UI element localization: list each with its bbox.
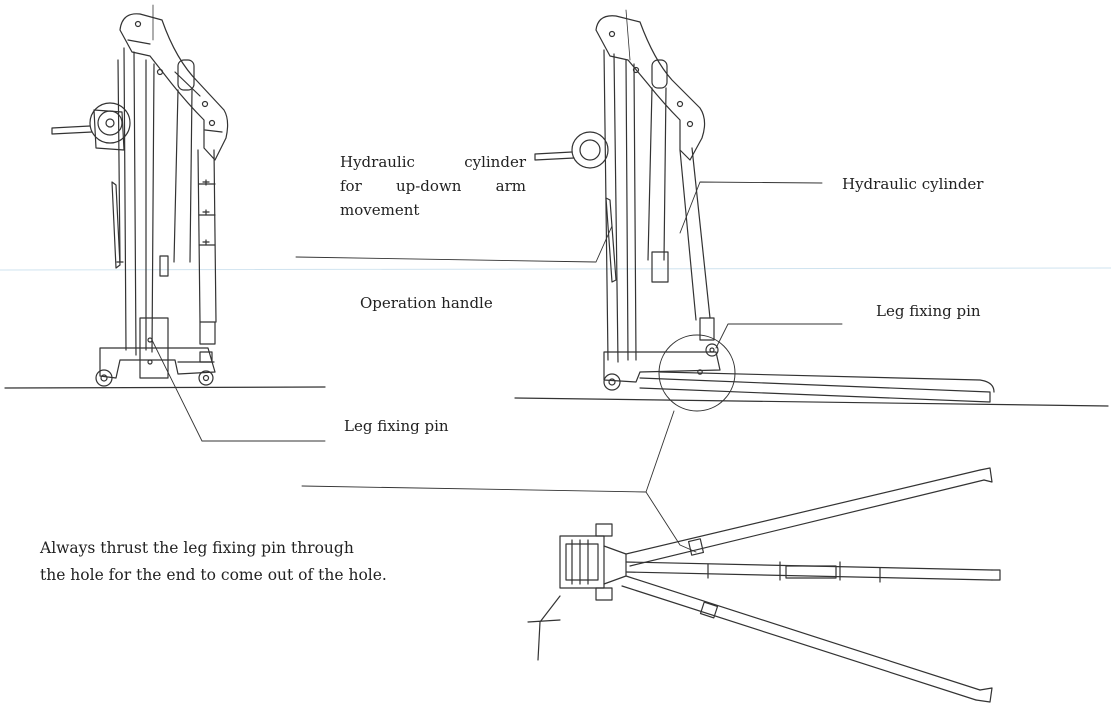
unfolded-crane-side-view	[295, 9, 1109, 553]
instruction-note: Always thrust the leg fixing pin through…	[40, 535, 387, 589]
note-line: the hole for the end to come out of the …	[40, 566, 387, 584]
crane-top-view	[527, 467, 1001, 703]
ground-line-left	[4, 386, 326, 389]
scan-line	[0, 267, 1111, 271]
label-operation-handle: Operation handle	[360, 294, 493, 312]
label-line: for up-down arm	[340, 177, 526, 195]
ground-line-right	[514, 397, 1109, 407]
label-line: Hydraulic cylinder	[340, 153, 526, 171]
label-line: movement	[340, 201, 420, 219]
label-hydraulic-cylinder-updown: Hydraulic cylinder for up-down arm movem…	[340, 150, 526, 222]
folded-crane-side-view	[4, 4, 326, 442]
label-hydraulic-cylinder: Hydraulic cylinder	[842, 175, 984, 193]
note-line: Always thrust the leg fixing pin through	[40, 539, 354, 557]
label-leg-fixing-pin-right: Leg fixing pin	[876, 302, 981, 320]
label-leg-fixing-pin-left: Leg fixing pin	[344, 417, 449, 435]
